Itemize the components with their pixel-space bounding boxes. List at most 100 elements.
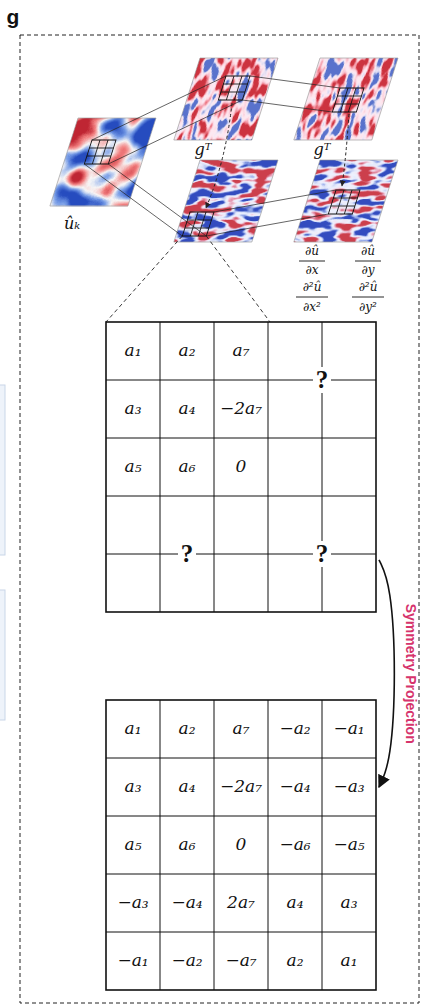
table-cell: a₆ [179,457,196,477]
table-cell: −a₇ [225,951,256,971]
zoom-line [206,236,270,322]
operator-symbol: gᵀ [195,141,212,159]
table-cell: a₁ [341,951,358,971]
fraction-bar [355,261,381,262]
perspective-line [108,164,206,236]
table-cell: −a₃ [333,777,364,797]
table-rule [160,700,161,990]
stencil-grid [328,190,360,214]
table-cell: −2a₇ [220,399,262,419]
table-cell: a₄ [179,777,196,797]
map-outline [50,118,156,206]
stencil-grid [218,76,250,100]
table-cell: −a₂ [279,719,310,739]
transpose-arrow [342,114,349,186]
perspective-line [108,100,242,164]
first-derivative-map [294,58,398,140]
first-derivative-map [174,58,278,140]
coefficient-table: a₁a₂a₇−a₂−a₁a₃a₄−2a₇−a₄−a₃a₅a₆0−a₆−a₅−a₃… [106,700,376,990]
table-rule [106,874,376,875]
table-cell: −a₄ [279,777,310,797]
perspective-line [250,76,340,88]
table-cell: −a₄ [171,893,202,913]
input-field-map [50,118,156,206]
table-rule [268,322,269,612]
table-cell: a₇ [233,341,250,361]
fraction-bar [296,297,328,298]
perspective-line [206,214,328,236]
table-cell: a₃ [125,399,142,419]
field-texture [174,58,278,140]
derivative-denominator: ∂y² [359,301,377,314]
table-rule [106,554,376,555]
derivative-denominator: ∂x [306,264,319,277]
operator-symbol: gᵀ [314,141,331,159]
map-outline [294,58,398,140]
neighbour-panel [0,385,5,555]
table-cell: −a₃ [117,893,148,913]
perspective-line [92,76,226,140]
edge-label: Symmetry Projection [402,604,417,744]
table-cell: a₅ [125,835,142,855]
table-cell: −a₂ [171,951,202,971]
table-cell: a₁ [125,341,142,361]
table-cell: a₄ [287,893,304,913]
zoom-line [106,236,182,322]
perspective-line [242,100,332,112]
table-cell: a₄ [179,399,196,419]
table-cell: a₇ [233,719,250,739]
table-cell: a₆ [179,835,196,855]
second-derivative-map [294,160,398,242]
fraction-bar [352,297,384,298]
table-cell: a₂ [179,719,196,739]
table-cell: −a₅ [333,835,364,855]
table-rule [322,700,323,990]
derivative-numerator: ∂û [361,245,375,258]
derivative-numerator: ∂²û [303,281,322,294]
field-texture [50,118,156,206]
unknown-mark: ? [178,541,197,567]
table-cell: −a₁ [117,951,148,971]
fraction-bar [299,261,325,262]
table-border [106,322,376,612]
derivative-denominator: ∂y [362,264,375,277]
table-rule [214,700,215,990]
map-outline [174,58,278,140]
map-outline [174,160,278,242]
unknown-mark: ? [313,367,332,393]
perspective-line [214,190,336,212]
derivative-numerator: ∂²û [359,281,378,294]
table-rule [106,932,376,933]
table-cell: a₂ [179,341,196,361]
map-outline [294,160,398,242]
perspective-line [84,164,182,236]
table-cell: 0 [236,835,247,855]
field-symbol: ûₖ [64,215,80,233]
table-rule [106,758,376,759]
table-rule [214,322,215,612]
table-rule [268,700,269,990]
table-rule [106,816,376,817]
field-texture [294,58,398,140]
unknown-mark: ? [313,541,332,567]
table-cell: a₃ [341,893,358,913]
table-rule [106,496,376,497]
table-cell: −a₁ [333,719,364,739]
table-rule [160,322,161,612]
table-cell: a₁ [125,719,142,739]
table-rule [106,438,376,439]
table-cell: a₃ [125,777,142,797]
table-rule [106,380,376,381]
table-cell: a₅ [125,457,142,477]
field-texture [174,160,278,242]
table-border [106,700,376,990]
table-cell: −a₆ [279,835,310,855]
table-cell: a₂ [287,951,304,971]
projection-arrow [379,560,394,787]
derivative-denominator: ∂x² [303,301,321,314]
second-derivative-map [174,160,278,242]
neighbour-panel [0,590,5,720]
stencil-grid [332,88,364,112]
